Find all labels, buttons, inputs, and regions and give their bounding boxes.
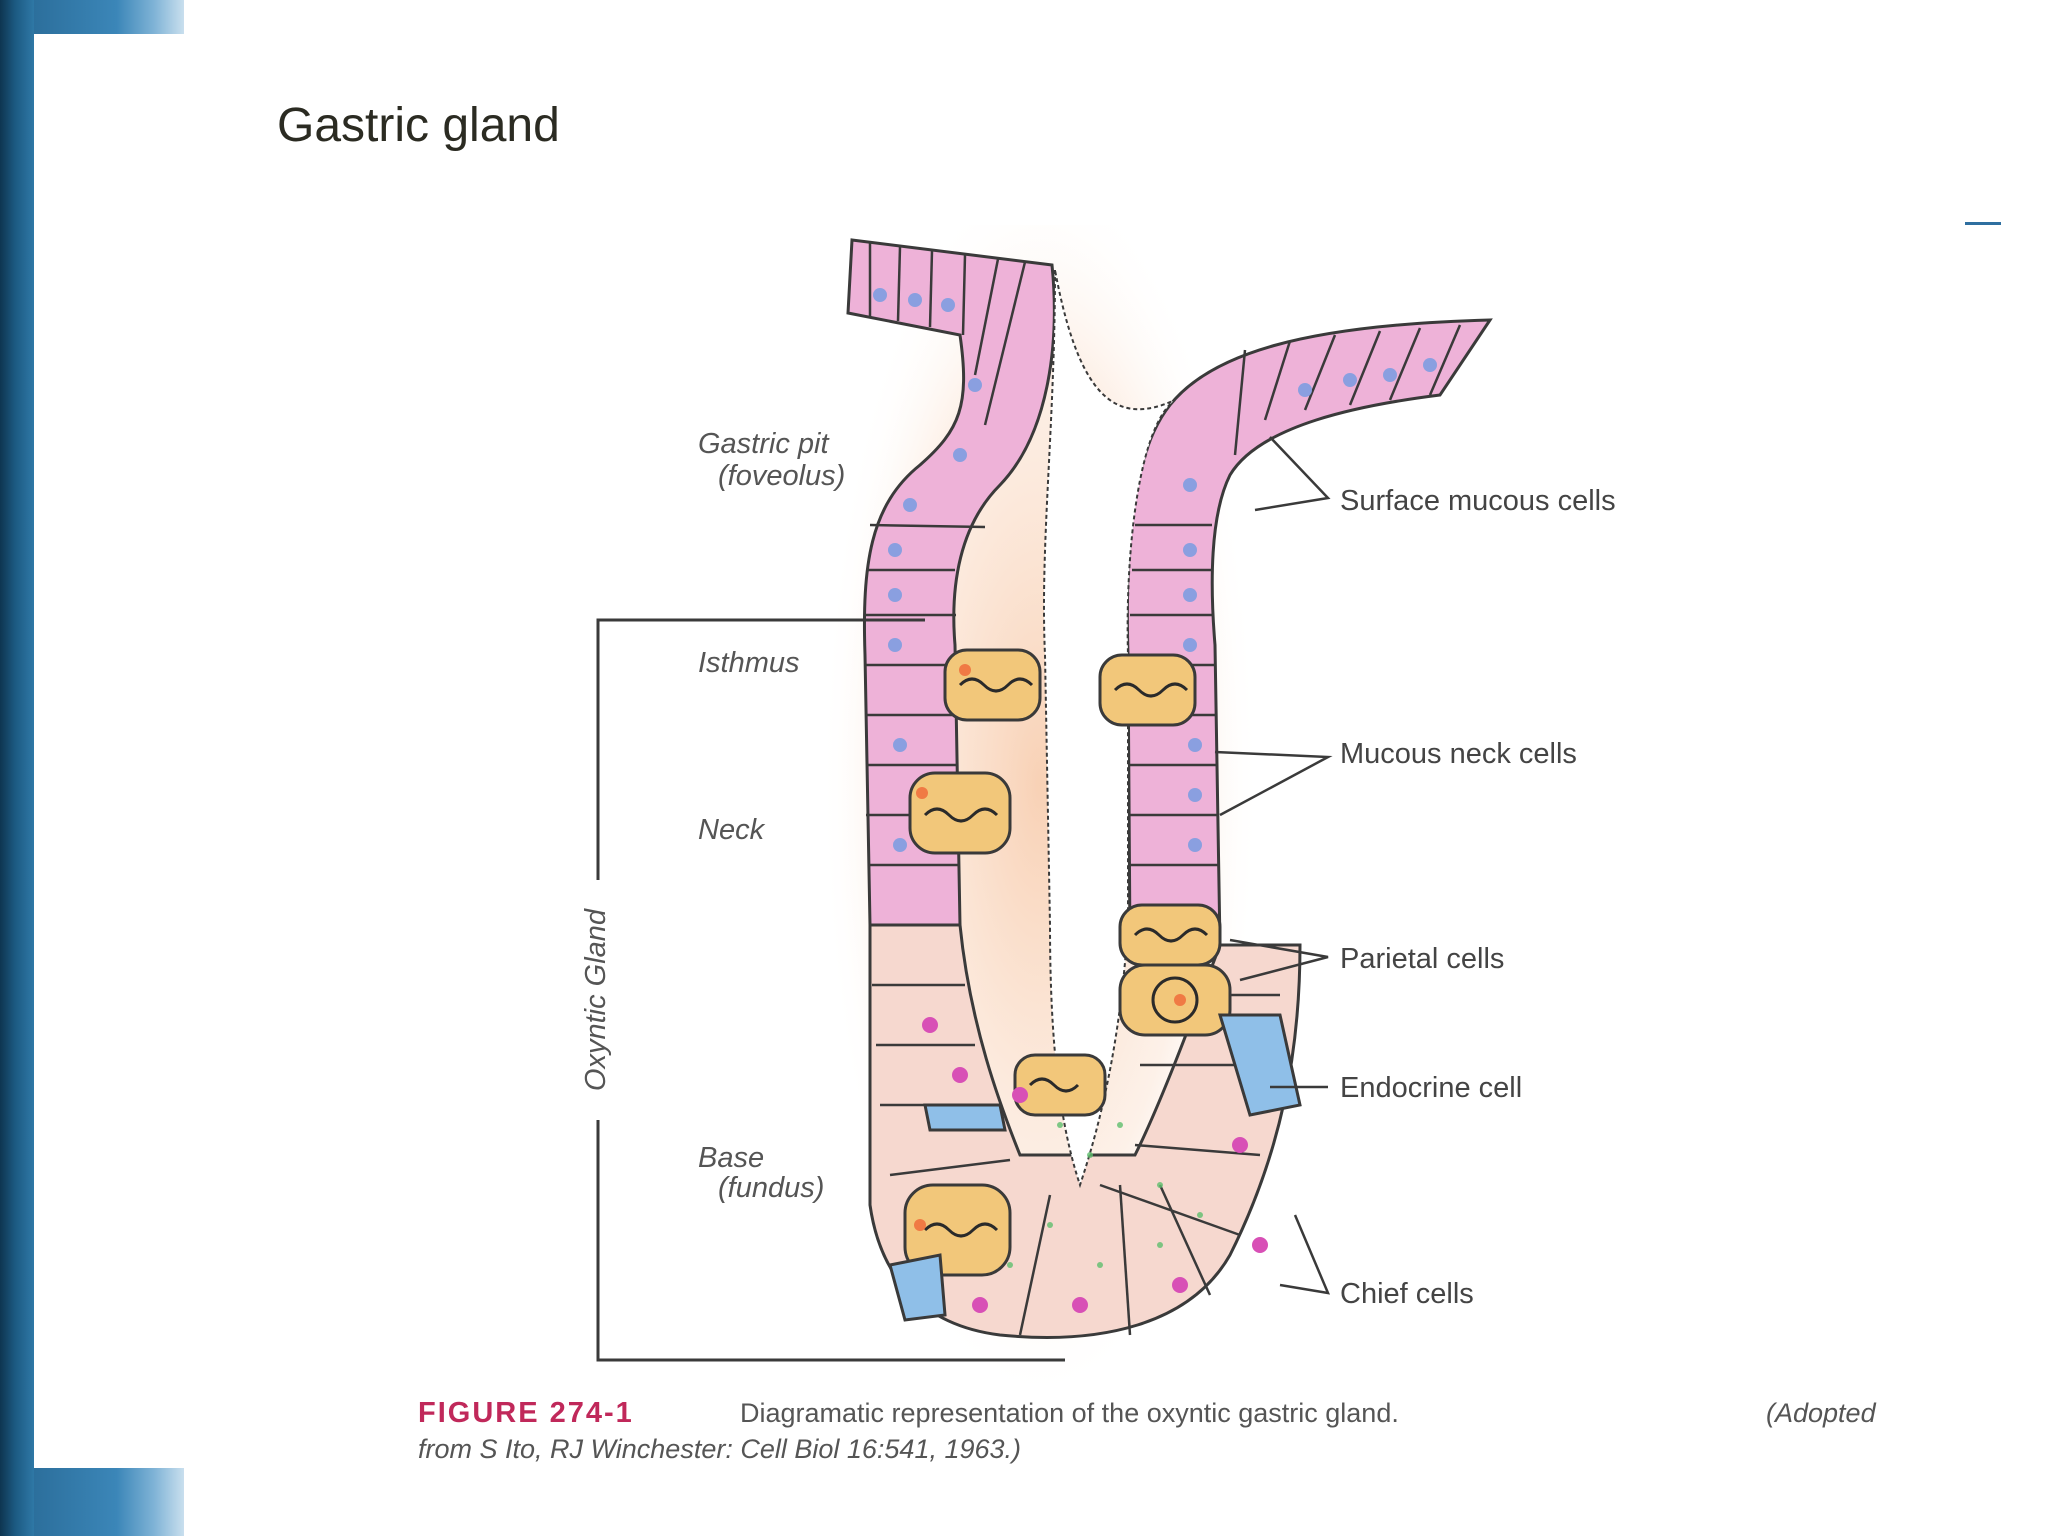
mucous-nuclei xyxy=(873,288,1437,852)
isthmus-label: Isthmus xyxy=(698,647,800,679)
fundus-label: (fundus) xyxy=(718,1172,824,1204)
bracket-label-gap xyxy=(585,880,611,1120)
chief-nuclei xyxy=(922,1017,1268,1313)
left-accent-bar xyxy=(0,0,34,1536)
endocrine-cells xyxy=(888,1013,1302,1322)
bottom-left-accent-block xyxy=(34,1468,184,1536)
gland-diagram-svg: Oxyntic Gland Gastric pit (foveolus) Ist… xyxy=(418,165,1877,1464)
top-left-accent-block xyxy=(34,0,184,34)
chief-cells-label: Chief cells xyxy=(1340,1278,1474,1310)
neck-label: Neck xyxy=(698,814,766,846)
caption-adapted-start: (Adopted xyxy=(1766,1398,1877,1428)
right-mucosa-wall xyxy=(1125,318,1493,947)
caption-text: Diagramatic representation of the oxynti… xyxy=(740,1398,1399,1428)
figure-number: FIGURE 274-1 xyxy=(418,1397,634,1429)
slide-title: Gastric gland xyxy=(277,99,560,152)
parietal-canaliculi xyxy=(923,677,1209,1238)
chief-granules xyxy=(1007,1122,1203,1268)
left-cell-divisions xyxy=(866,243,1027,1177)
parietal-cells xyxy=(903,648,1232,1277)
endocrine-cell-label: Endocrine cell xyxy=(1340,1072,1522,1104)
leader-lines xyxy=(1214,436,1333,1295)
gastric-pit-label: Gastric pit xyxy=(698,428,830,460)
parietal-cells-label: Parietal cells xyxy=(1340,943,1504,975)
accent-dash xyxy=(1965,222,2001,225)
foveolus-label: (foveolus) xyxy=(718,460,845,492)
gland-lumen xyxy=(1042,269,1176,1189)
mucous-neck-cells-label: Mucous neck cells xyxy=(1340,738,1577,770)
parietal-nuclei xyxy=(914,664,1186,1231)
caption-adapted-source: from S Ito, RJ Winchester: Cell Biol 16:… xyxy=(418,1434,1021,1464)
surface-mucous-cells-label: Surface mucous cells xyxy=(1340,485,1616,517)
oxyntic-gland-label: Oxyntic Gland xyxy=(580,908,612,1091)
gastric-gland-figure: Oxyntic Gland Gastric pit (foveolus) Ist… xyxy=(400,165,1960,1495)
base-label: Base xyxy=(698,1142,764,1174)
